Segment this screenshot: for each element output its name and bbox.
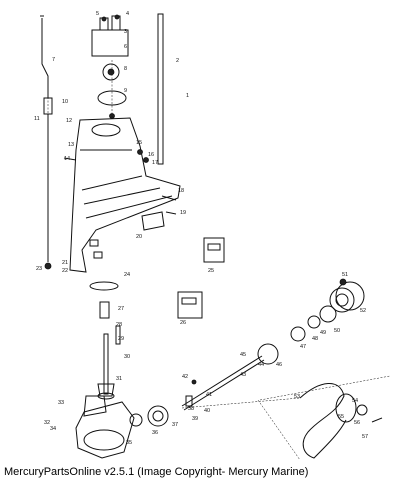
callout-47: 47 — [300, 344, 306, 350]
callout-46: 46 — [276, 362, 282, 368]
callout-4: 4 — [126, 11, 129, 17]
exploded-parts-diagram: 1 2 3 4 5 6 7 8 9 10 11 12 13 14 15 16 1… — [34, 11, 391, 461]
leader-lines — [47, 60, 391, 461]
callout-51: 51 — [342, 272, 348, 278]
callout-16: 16 — [148, 152, 154, 158]
callout-28: 28 — [116, 322, 122, 328]
callout-9: 9 — [124, 88, 127, 94]
callout-11: 11 — [34, 116, 40, 122]
callout-35: 35 — [126, 440, 132, 446]
callout-45: 45 — [240, 352, 246, 358]
callout-53: 53 — [294, 394, 300, 400]
gearcase-lower — [75, 395, 135, 459]
callout-1: 1 — [186, 93, 189, 99]
callout-12: 12 — [66, 118, 72, 124]
shift-rod-upper — [40, 15, 49, 98]
callout-54: 54 — [352, 398, 358, 404]
callout-33: 33 — [58, 400, 64, 406]
shift-shaft — [43, 97, 53, 270]
callout-41: 41 — [206, 392, 212, 398]
callout-3: 3 — [124, 29, 127, 35]
callout-26: 26 — [180, 320, 186, 326]
gearhousing-upper — [69, 117, 181, 273]
decal-25 — [203, 237, 225, 263]
callout-10: 10 — [62, 99, 68, 105]
callout-14: 14 — [64, 156, 70, 162]
water-pump-assembly — [91, 14, 129, 119]
propeller — [299, 383, 383, 459]
callout-29: 29 — [118, 336, 124, 342]
callout-2: 2 — [176, 58, 179, 64]
callout-5: 5 — [96, 11, 99, 17]
callout-17: 17 — [152, 160, 158, 166]
decal-26 — [177, 291, 203, 319]
callout-55: 55 — [338, 414, 344, 420]
callout-30: 30 — [124, 354, 130, 360]
callout-19: 19 — [180, 210, 186, 216]
callouts: 1 2 3 4 5 6 7 8 9 10 11 12 13 14 15 16 1… — [34, 11, 368, 446]
propeller-shaft — [181, 355, 265, 411]
callout-42: 42 — [182, 374, 188, 380]
callout-22: 22 — [62, 268, 68, 274]
callout-44: 44 — [258, 362, 264, 368]
callout-43: 43 — [240, 372, 246, 378]
driveshaft-upper — [157, 13, 164, 165]
callout-52: 52 — [360, 308, 366, 314]
callout-34: 34 — [50, 426, 56, 432]
callout-31: 31 — [116, 376, 122, 382]
o-ring — [89, 281, 119, 291]
anode-plate — [141, 211, 165, 231]
callout-24: 24 — [124, 272, 130, 278]
callout-18: 18 — [178, 188, 184, 194]
image-caption: MercuryPartsOnline v2.5.1 (Image Copyrig… — [4, 466, 309, 478]
reverse-gear-carrier — [257, 278, 365, 365]
callout-7: 7 — [52, 57, 55, 63]
callout-8: 8 — [124, 66, 127, 72]
callout-27: 27 — [118, 306, 124, 312]
callout-23: 23 — [36, 266, 42, 272]
callout-49: 49 — [320, 330, 326, 336]
callout-6: 6 — [124, 44, 127, 50]
callout-15: 15 — [136, 140, 142, 146]
callout-37: 37 — [172, 422, 178, 428]
callout-13: 13 — [68, 142, 74, 148]
callout-36: 36 — [152, 430, 158, 436]
forward-gear — [129, 405, 169, 427]
callout-38: 38 — [188, 406, 194, 412]
callout-21: 21 — [62, 260, 68, 266]
housing-screws — [63, 149, 177, 215]
callout-32: 32 — [44, 420, 50, 426]
callout-57: 57 — [362, 434, 368, 440]
callout-40: 40 — [204, 408, 210, 414]
callout-25: 25 — [208, 268, 214, 274]
callout-20: 20 — [136, 234, 142, 240]
driveshaft-lower — [97, 301, 121, 400]
callout-39: 39 — [192, 416, 198, 422]
callout-48: 48 — [312, 336, 318, 342]
callout-50: 50 — [334, 328, 340, 334]
callout-56: 56 — [354, 420, 360, 426]
